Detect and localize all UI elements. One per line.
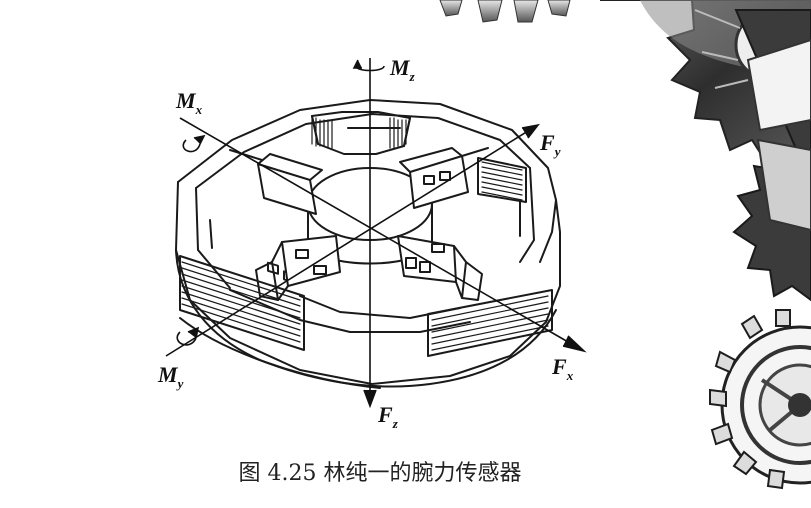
label-fy: Fy (539, 130, 561, 159)
hatched-slab-front (427, 289, 553, 357)
figure-caption: 图 4.25 林纯一的腕力传感器 (238, 461, 522, 486)
top-gear-icon (439, 0, 571, 23)
spoke-lower-right (397, 235, 483, 301)
fy-arrow (521, 123, 540, 139)
axes (165, 58, 587, 409)
sensor-drawing (175, 99, 561, 389)
label-fx: Fx (551, 354, 574, 383)
label-fz: Fz (377, 402, 399, 431)
decorative-gears (439, 0, 811, 490)
hatched-slab-back (311, 117, 407, 149)
label-my: My (157, 362, 184, 391)
y-axis-line (165, 125, 537, 357)
outer-ring-top (177, 99, 557, 263)
fx-arrow (562, 335, 587, 353)
spoke-lower-left (255, 235, 341, 301)
label-mx: Mx (175, 88, 203, 117)
bottom-gear-icon (709, 309, 811, 490)
hatched-slab-right (477, 157, 527, 203)
spoke-upper-right (399, 147, 489, 209)
label-mz: Mz (389, 55, 416, 84)
x-axis-line (179, 117, 583, 351)
mx-rotation-arrow (182, 139, 201, 153)
fz-arrow (363, 389, 377, 409)
my-rotation-arrow (176, 331, 197, 346)
back-hole (311, 111, 411, 155)
middle-gear-icon (732, 9, 811, 302)
